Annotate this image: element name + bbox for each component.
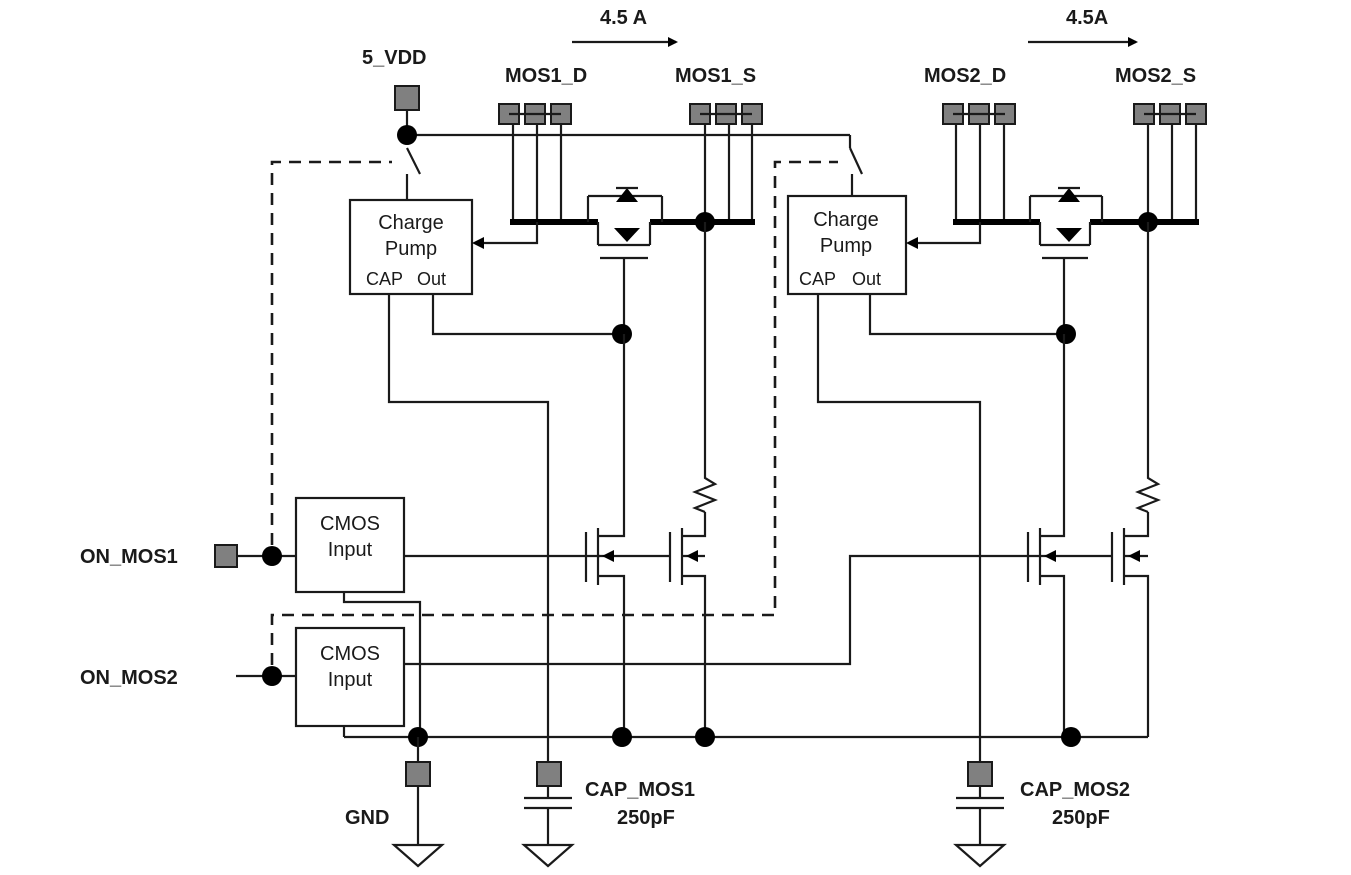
vdd-rail — [394, 85, 863, 200]
svg-text:Input: Input — [328, 669, 373, 691]
driver-transistors-ch1 — [584, 222, 718, 737]
power-mosfet-ch2 — [942, 103, 1207, 334]
pin-label-on-mos1: ON_MOS1 — [80, 546, 178, 568]
current-arrow-ch2: 4.5A — [1028, 7, 1138, 47]
svg-text:Input: Input — [328, 539, 373, 561]
svg-text:Pump: Pump — [385, 238, 437, 260]
pin-label-mos2-s: MOS2_S — [1115, 65, 1196, 87]
pin-label-mos1-s: MOS1_S — [675, 65, 756, 87]
vdd-node — [397, 125, 417, 145]
capacitor-mos1 — [521, 761, 575, 868]
svg-text:CMOS: CMOS — [320, 643, 380, 665]
cap-value-mos2: 250pF — [1052, 807, 1110, 829]
pin-label-on-mos2: ON_MOS2 — [80, 667, 178, 689]
ground-symbol — [391, 843, 445, 868]
svg-text:CAP: CAP — [366, 269, 403, 289]
on-mos1-pad — [214, 544, 238, 568]
svg-text:Charge: Charge — [813, 209, 879, 231]
svg-text:Pump: Pump — [820, 235, 872, 257]
svg-text:Out: Out — [417, 269, 446, 289]
pin-label-mos2-d: MOS2_D — [924, 65, 1006, 87]
svg-text:Out: Out — [852, 269, 881, 289]
vdd-pad — [394, 85, 420, 111]
current-label-ch1: 4.5 A — [600, 7, 647, 29]
ground-rail — [344, 727, 1148, 868]
cmos-input-ch2: CMOS Input — [236, 554, 1040, 737]
pin-label-mos1-d: MOS1_D — [505, 65, 587, 87]
power-mosfet-ch1 — [498, 103, 763, 334]
current-label-ch2: 4.5A — [1066, 7, 1108, 29]
dashed-control-ch2 — [270, 160, 838, 665]
cap-value-mos1: 250pF — [617, 807, 675, 829]
svg-text:CAP: CAP — [799, 269, 836, 289]
capacitor-mos2 — [953, 761, 1007, 868]
current-arrow-ch1: 4.5 A — [572, 7, 678, 47]
svg-text:Charge: Charge — [378, 212, 444, 234]
pin-label-cap-mos2: CAP_MOS2 — [1020, 779, 1130, 801]
gnd-pad — [405, 761, 431, 787]
charge-pump-ch2: Charge Pump CAP Out — [786, 194, 1076, 762]
cmos-input-ch1: CMOS Input — [214, 496, 600, 737]
charge-pump-ch1: Charge Pump CAP Out — [348, 198, 632, 762]
dashed-control-ch1 — [270, 160, 392, 545]
pin-label-gnd: GND — [345, 807, 389, 829]
pin-label-cap-mos1: CAP_MOS1 — [585, 779, 695, 801]
svg-text:CMOS: CMOS — [320, 513, 380, 535]
driver-transistors-ch2 — [1026, 222, 1161, 737]
pin-label-5vdd: 5_VDD — [362, 47, 426, 69]
